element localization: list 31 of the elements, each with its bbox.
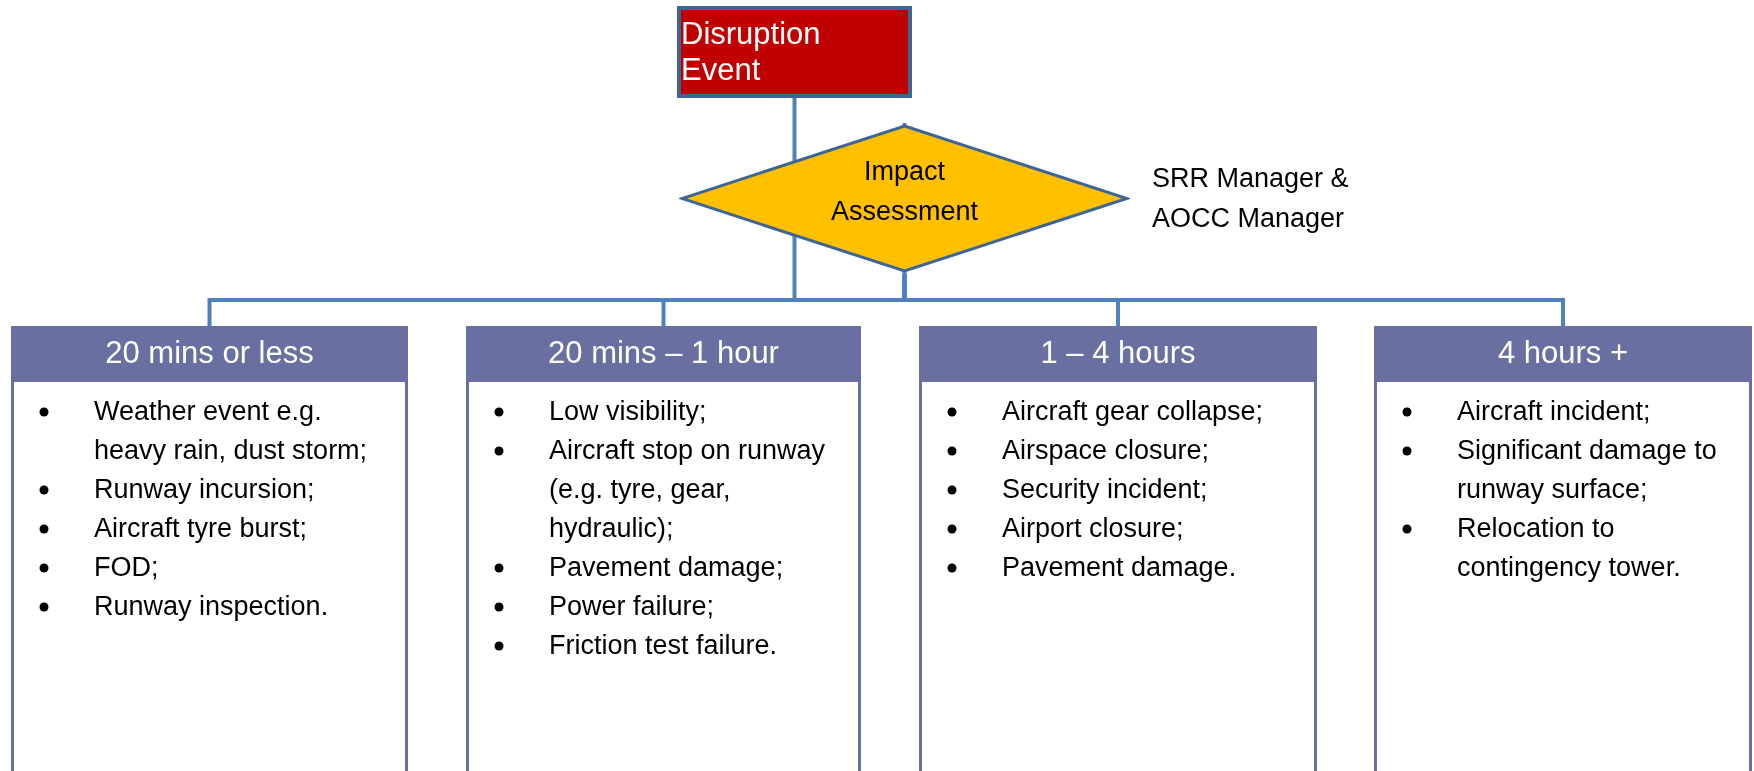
category-header: 4 hours + <box>1374 326 1752 382</box>
category-header: 20 mins or less <box>11 326 408 382</box>
list-item: Aircraft gear collapse; <box>1002 395 1265 428</box>
category-card <box>1374 326 1752 771</box>
list-item: Pavement damage; <box>549 551 785 584</box>
list-item: Runway incursion; <box>94 473 316 506</box>
list-item: Security incident; <box>1002 473 1209 506</box>
connector-line <box>902 274 1565 326</box>
list-item: Significant damage to runway surface; <box>1457 434 1718 506</box>
list-item: Friction test failure. <box>549 629 779 662</box>
list-item: Runway inspection. <box>94 590 330 623</box>
list-item: Aircraft tyre burst; <box>94 512 309 545</box>
list-item: Power failure; <box>549 590 716 623</box>
list-item: Airport closure; <box>1002 512 1185 545</box>
category-card <box>466 326 861 771</box>
list-item: FOD; <box>94 551 160 584</box>
list-item: Airspace closure; <box>1002 434 1211 467</box>
decision-label: Impact Assessment <box>829 155 980 228</box>
category-card <box>11 326 408 771</box>
list-item: Aircraft stop on runway (e.g. tyre, gear, hydraulic); <box>549 434 827 545</box>
category-header: 1 – 4 hours <box>919 326 1317 382</box>
list-item: Weather event e.g. heavy rain, dust storm; <box>94 395 369 467</box>
list-item: Pavement damage. <box>1002 551 1238 584</box>
list-item: Relocation to contingency tower. <box>1457 512 1682 584</box>
list-item: Low visibility; <box>549 395 708 428</box>
role-note: SRR Manager & AOCC Manager <box>1152 162 1350 235</box>
event-box <box>677 6 912 98</box>
box-title: Disruption Event <box>681 16 822 88</box>
category-header: 20 mins – 1 hour <box>466 326 861 382</box>
list-item: Aircraft incident; <box>1457 395 1652 428</box>
category-card <box>919 326 1317 771</box>
